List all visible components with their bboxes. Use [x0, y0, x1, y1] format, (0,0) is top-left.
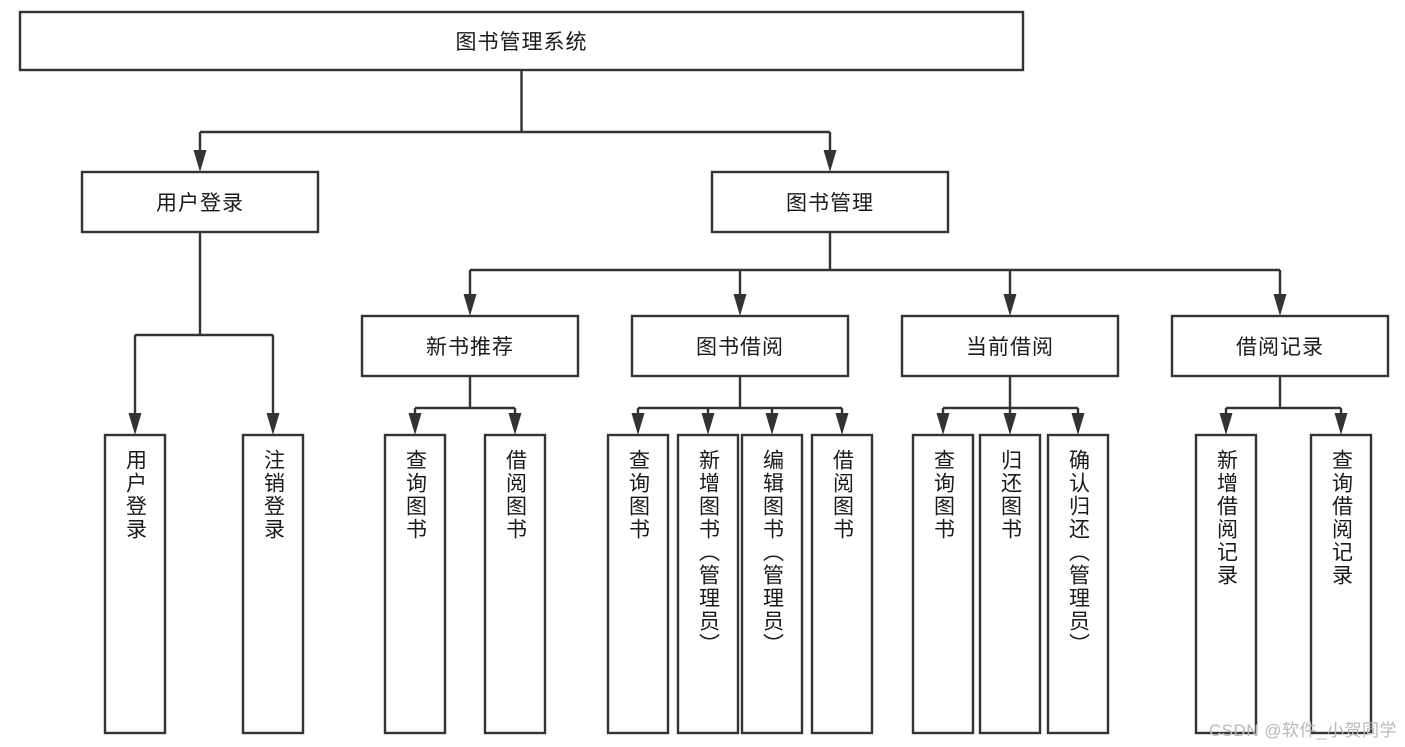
node-layer — [18, 10, 1390, 735]
arrow-head-icon — [631, 413, 645, 435]
node-box-user-login[interactable] — [80, 170, 320, 234]
arrow-head-icon — [128, 413, 142, 435]
node-box-leaf-confirm-return-admin[interactable] — [1046, 433, 1110, 735]
node-box-book-borrow[interactable] — [630, 314, 850, 378]
arrow-head-icon — [1334, 413, 1348, 435]
arrow-head-icon — [1219, 413, 1233, 435]
node-box-leaf-query-book-borrow[interactable] — [606, 433, 670, 735]
arrow-head-icon — [936, 413, 950, 435]
node-box-leaf-edit-book-admin[interactable] — [740, 433, 804, 735]
arrow-head-icon — [266, 413, 280, 435]
arrow-head-icon — [1071, 413, 1085, 435]
arrow-head-icon — [835, 413, 849, 435]
arrow-head-icon — [1003, 294, 1017, 316]
node-box-leaf-logout[interactable] — [241, 433, 305, 735]
node-box-leaf-user-login[interactable] — [103, 433, 167, 735]
node-box-leaf-borrow-book-new[interactable] — [483, 433, 547, 735]
arrow-head-icon — [701, 413, 715, 435]
node-box-new-book-recommend[interactable] — [360, 314, 580, 378]
node-box-leaf-add-borrow-record[interactable] — [1194, 433, 1258, 735]
arrow-head-icon — [733, 294, 747, 316]
watermark: CSDN @软件_小贺同学 — [1208, 721, 1397, 740]
arrow-head-icon — [193, 150, 207, 172]
node-box-borrow-records[interactable] — [1170, 314, 1390, 378]
arrow-head-icon — [463, 294, 477, 316]
node-box-leaf-borrow-book[interactable] — [810, 433, 874, 735]
arrow-head-icon — [508, 413, 522, 435]
node-box-root[interactable] — [18, 10, 1025, 72]
arrow-head-icon — [1273, 294, 1287, 316]
node-box-current-borrow[interactable] — [900, 314, 1120, 378]
node-box-leaf-query-book-current[interactable] — [911, 433, 975, 735]
arrow-head-icon — [1003, 413, 1017, 435]
node-box-leaf-query-book-new[interactable] — [383, 433, 447, 735]
node-box-leaf-query-borrow-record[interactable] — [1309, 433, 1373, 735]
node-box-book-management[interactable] — [710, 170, 950, 234]
node-box-leaf-return-book[interactable] — [978, 433, 1042, 735]
node-box-leaf-add-book-admin[interactable] — [676, 433, 740, 735]
arrow-head-icon — [408, 413, 422, 435]
edge-layer — [128, 70, 1348, 435]
arrow-head-icon — [765, 413, 779, 435]
arrow-head-icon — [823, 150, 837, 172]
